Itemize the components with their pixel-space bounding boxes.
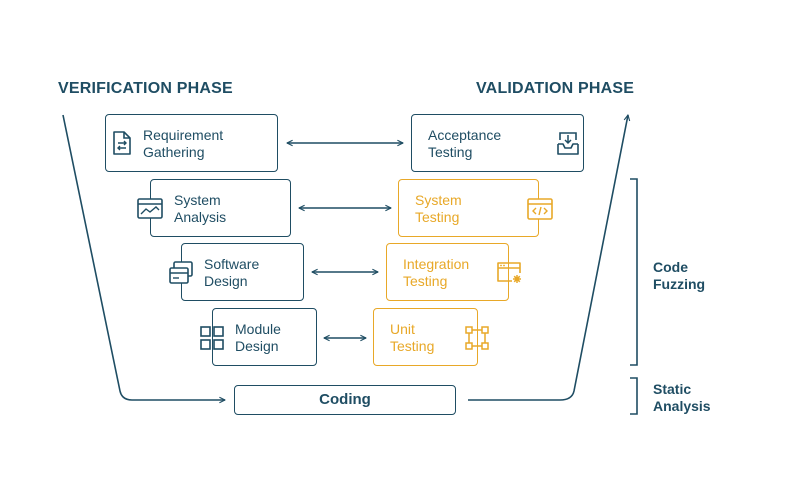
code-fuzzing-line2: Fuzzing <box>653 276 706 292</box>
system-analysis-line1: System <box>174 192 221 208</box>
validation-flow-line <box>468 115 628 401</box>
requirement-gathering-box: Requirement Gathering <box>105 114 278 172</box>
module-design-line2: Design <box>235 338 279 354</box>
unit-testing-box: Unit Testing <box>373 308 489 366</box>
system-testing-line2: Testing <box>415 209 460 225</box>
verification-flow-line <box>62 114 225 400</box>
acceptance-testing-line2: Testing <box>428 144 473 160</box>
chart-window-icon <box>137 198 163 219</box>
acceptance-testing-box: Acceptance Testing <box>411 114 584 172</box>
stacked-windows-icon <box>169 261 193 284</box>
acceptance-testing-line1: Acceptance <box>428 127 502 143</box>
code-window-icon <box>527 198 553 220</box>
module-design-box: Module Design <box>200 308 317 366</box>
code-fuzzing-line1: Code <box>653 259 688 275</box>
integration-testing-line1: Integration <box>403 256 470 272</box>
validation-phase-title: VALIDATION PHASE <box>476 80 635 97</box>
integration-testing-box: Integration Testing <box>386 243 521 301</box>
coding-box: Coding <box>234 385 456 415</box>
module-design-line1: Module <box>235 321 281 337</box>
static-analysis-line2: Analysis <box>653 398 711 414</box>
static-analysis-line1: Static <box>653 381 692 397</box>
module-grid-icon <box>200 326 224 350</box>
unit-testing-line1: Unit <box>390 321 415 337</box>
coding-label: Coding <box>319 391 371 408</box>
system-testing-box: System Testing <box>398 179 553 237</box>
software-design-line1: Software <box>204 256 260 272</box>
unit-square-icon <box>465 326 489 350</box>
system-analysis-box: System Analysis <box>137 179 291 237</box>
integration-testing-line2: Testing <box>403 273 448 289</box>
document-exchange-icon <box>113 131 131 155</box>
unit-testing-line2: Testing <box>390 338 435 354</box>
system-testing-line1: System <box>415 192 462 208</box>
code-fuzzing-bracket <box>630 178 638 366</box>
static-analysis-bracket <box>630 377 638 415</box>
software-design-box: Software Design <box>169 243 304 301</box>
system-analysis-line2: Analysis <box>174 209 227 225</box>
verification-phase-title: VERIFICATION PHASE <box>58 80 233 97</box>
inbox-download-icon <box>557 132 579 155</box>
window-bug-icon <box>497 262 521 283</box>
software-design-line2: Design <box>204 273 248 289</box>
requirement-gathering-line2: Gathering <box>143 144 205 160</box>
requirement-gathering-line1: Requirement <box>143 127 224 143</box>
